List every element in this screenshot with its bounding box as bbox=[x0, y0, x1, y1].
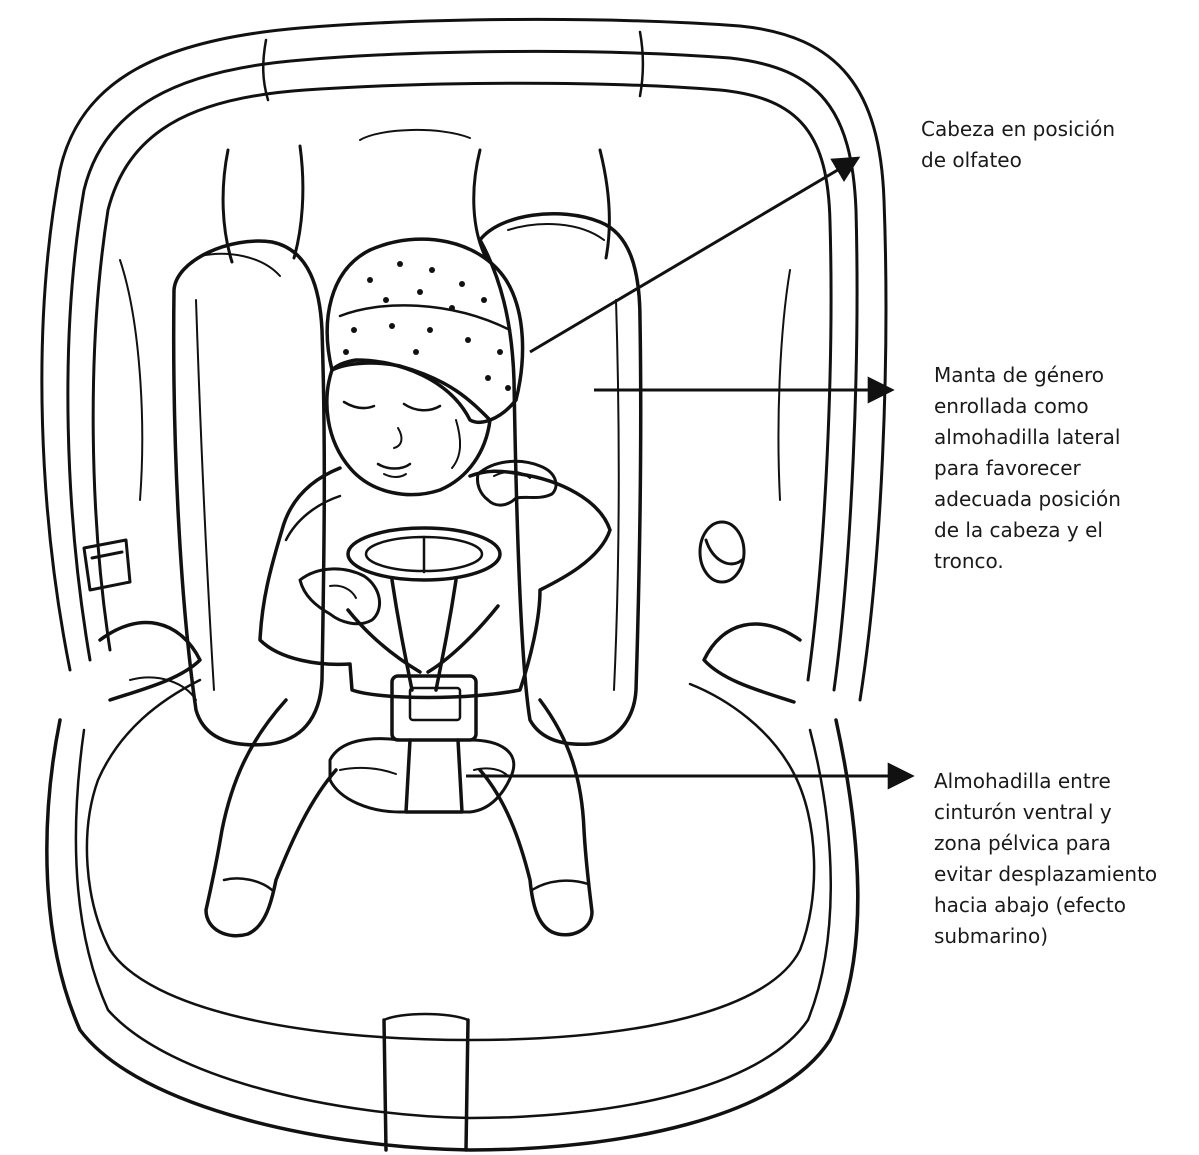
label-line: submarino) bbox=[934, 921, 1157, 952]
label-line: Manta de género bbox=[934, 360, 1121, 391]
hat-dots bbox=[343, 261, 511, 391]
label-line: cinturón ventral y bbox=[934, 797, 1157, 828]
baby-left-hand bbox=[300, 569, 380, 624]
label-line: Almohadilla entre bbox=[934, 766, 1157, 797]
label-line: de olfateo bbox=[921, 145, 1115, 176]
label-head-position: Cabeza en posición de olfateo bbox=[921, 114, 1115, 176]
label-line: hacia abajo (efecto bbox=[934, 890, 1157, 921]
carry-handle bbox=[42, 19, 886, 700]
baby-right-leg bbox=[480, 700, 592, 935]
label-line: enrollada como bbox=[934, 391, 1121, 422]
label-line: de la cabeza y el bbox=[934, 515, 1121, 546]
buckle bbox=[392, 676, 476, 740]
label-line: para favorecer bbox=[934, 453, 1121, 484]
seat-back bbox=[223, 130, 609, 262]
label-line: tronco. bbox=[934, 546, 1121, 577]
right-rolled-blanket bbox=[480, 214, 641, 745]
label-line: zona pélvica para bbox=[934, 828, 1157, 859]
label-pelvic-cushion: Almohadilla entre cinturón ventral y zon… bbox=[934, 766, 1157, 952]
label-line: evitar desplazamiento bbox=[934, 859, 1157, 890]
arrow-head-position bbox=[530, 158, 858, 352]
label-line: adecuada posición bbox=[934, 484, 1121, 515]
label-rolled-blanket: Manta de género enrollada como almohadil… bbox=[934, 360, 1121, 577]
baby-body bbox=[260, 468, 610, 698]
seat-shell bbox=[47, 623, 858, 1150]
baby-face bbox=[327, 363, 490, 495]
baby bbox=[206, 239, 610, 936]
label-line: Cabeza en posición bbox=[921, 114, 1115, 145]
label-line: almohadilla lateral bbox=[934, 422, 1121, 453]
baby-left-leg bbox=[206, 700, 336, 936]
